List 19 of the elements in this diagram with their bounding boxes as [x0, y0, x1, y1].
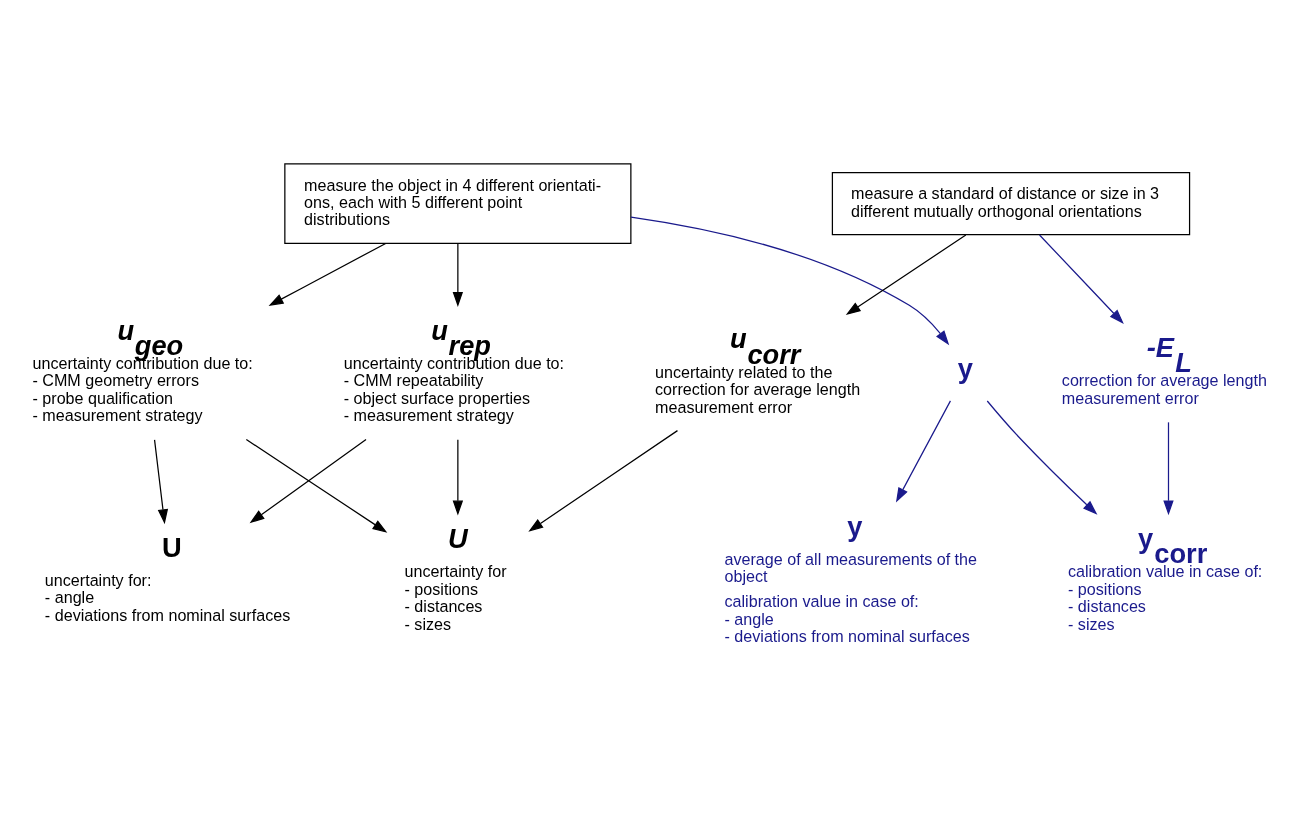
node-box: measure a standard of distance or size in 3 different mutually orthogonal orientations: [831, 171, 1191, 235]
arrow: [153, 438, 169, 524]
arrow: [895, 399, 952, 502]
node-text: y: [957, 352, 973, 384]
arrow: [986, 399, 1098, 515]
arrow: [452, 242, 464, 307]
arrow: [452, 438, 464, 515]
arrow: [245, 438, 388, 533]
arrow: [845, 233, 967, 315]
arrow: [268, 242, 387, 306]
node-box: measure the object in 4 different orientati- ons, each with 5 different point distributions: [284, 162, 632, 244]
arrow: [528, 429, 679, 532]
node-text: U uncertainty for: - angle - deviations from nominal surfaces: [44, 531, 291, 624]
node-text: y average of all measurements of the object calibration value in case of: - angle - deviations from nominal surfaces: [724, 510, 978, 645]
arrow: [1163, 421, 1174, 515]
node-text: U uncertainty for - positions - distances - sizes: [404, 522, 507, 633]
arrow: [1038, 233, 1124, 324]
arrow: [249, 438, 367, 523]
arrow: [630, 216, 950, 345]
